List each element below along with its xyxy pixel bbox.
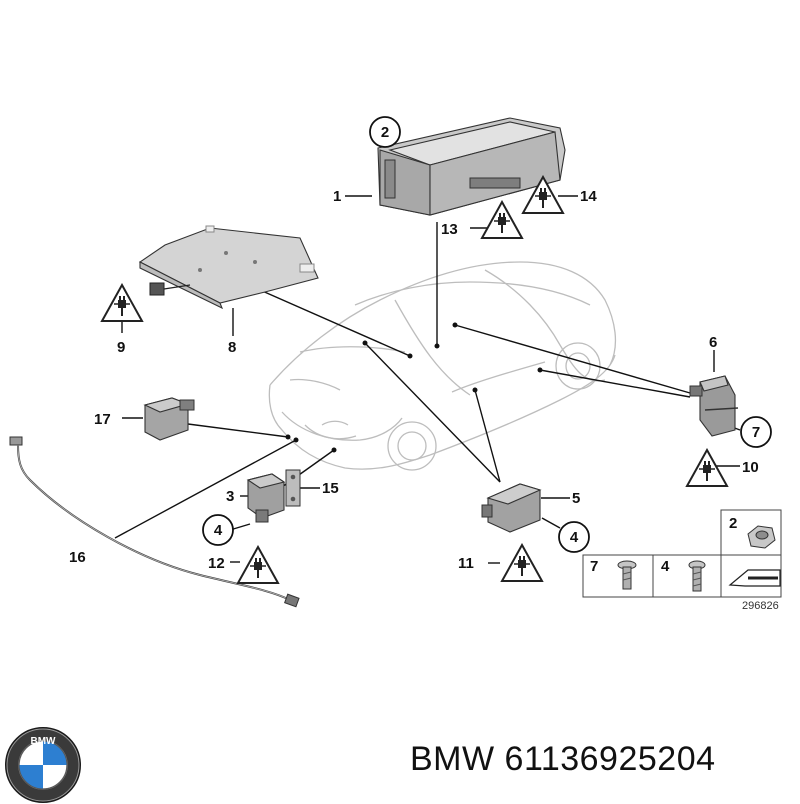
callout-9: 9 [117, 339, 125, 356]
legend-item-7: 7 [590, 558, 598, 575]
bracket-15 [285, 469, 301, 507]
leader-lines [114, 148, 741, 564]
callout-10: 10 [742, 459, 759, 476]
callout-7-circle: 7 [740, 416, 772, 448]
warning-triangle-10-icon [686, 449, 728, 487]
callout-16: 16 [69, 549, 86, 566]
callout-17: 17 [94, 411, 111, 428]
warning-triangle-12-icon [237, 546, 279, 584]
screw-7-icon [617, 560, 637, 590]
callout-4b: 4 [570, 529, 579, 546]
callout-5: 5 [572, 490, 580, 507]
callout-13: 13 [441, 221, 458, 238]
warning-triangle-9-icon [101, 284, 143, 322]
legend-item-2: 2 [729, 515, 737, 532]
car-outline [268, 261, 617, 471]
callout-8: 8 [228, 339, 236, 356]
callout-14: 14 [580, 188, 597, 205]
sensor-17 [143, 397, 195, 441]
callout-4a: 4 [214, 522, 223, 539]
diagram-reference-number: 296826 [742, 600, 779, 612]
warning-triangle-11-icon [501, 544, 543, 582]
callout-11: 11 [458, 555, 474, 572]
callout-2: 2 [381, 124, 389, 141]
hex-nut-icon [747, 525, 776, 549]
part-number-caption: BMW 61136925204 [410, 740, 716, 778]
sensor-6 [689, 375, 739, 437]
bmw-logo-lettering: BMW [31, 736, 57, 747]
hardware-legend: 2 7 4 296826 [582, 509, 782, 612]
callout-7: 7 [752, 424, 760, 441]
control-module [377, 117, 566, 216]
callout-2-circle: 2 [369, 116, 401, 148]
callout-1: 1 [333, 188, 341, 205]
sensor-5 [481, 483, 542, 533]
callout-3: 3 [226, 488, 234, 505]
callout-4a-circle: 4 [202, 514, 234, 546]
callout-6: 6 [709, 334, 717, 351]
callout-4b-circle: 4 [558, 521, 590, 553]
callout-12: 12 [208, 555, 225, 572]
callout-15: 15 [322, 480, 339, 497]
cable-16 [9, 436, 300, 608]
direction-arrow-icon [728, 569, 781, 587]
sensor-3 [246, 473, 286, 523]
bmw-logo-icon: BMW [5, 727, 81, 803]
legend-item-4: 4 [661, 558, 670, 575]
sensor-plate [138, 225, 319, 310]
screw-4-icon [688, 560, 706, 592]
warning-triangle-13-icon [481, 201, 523, 239]
